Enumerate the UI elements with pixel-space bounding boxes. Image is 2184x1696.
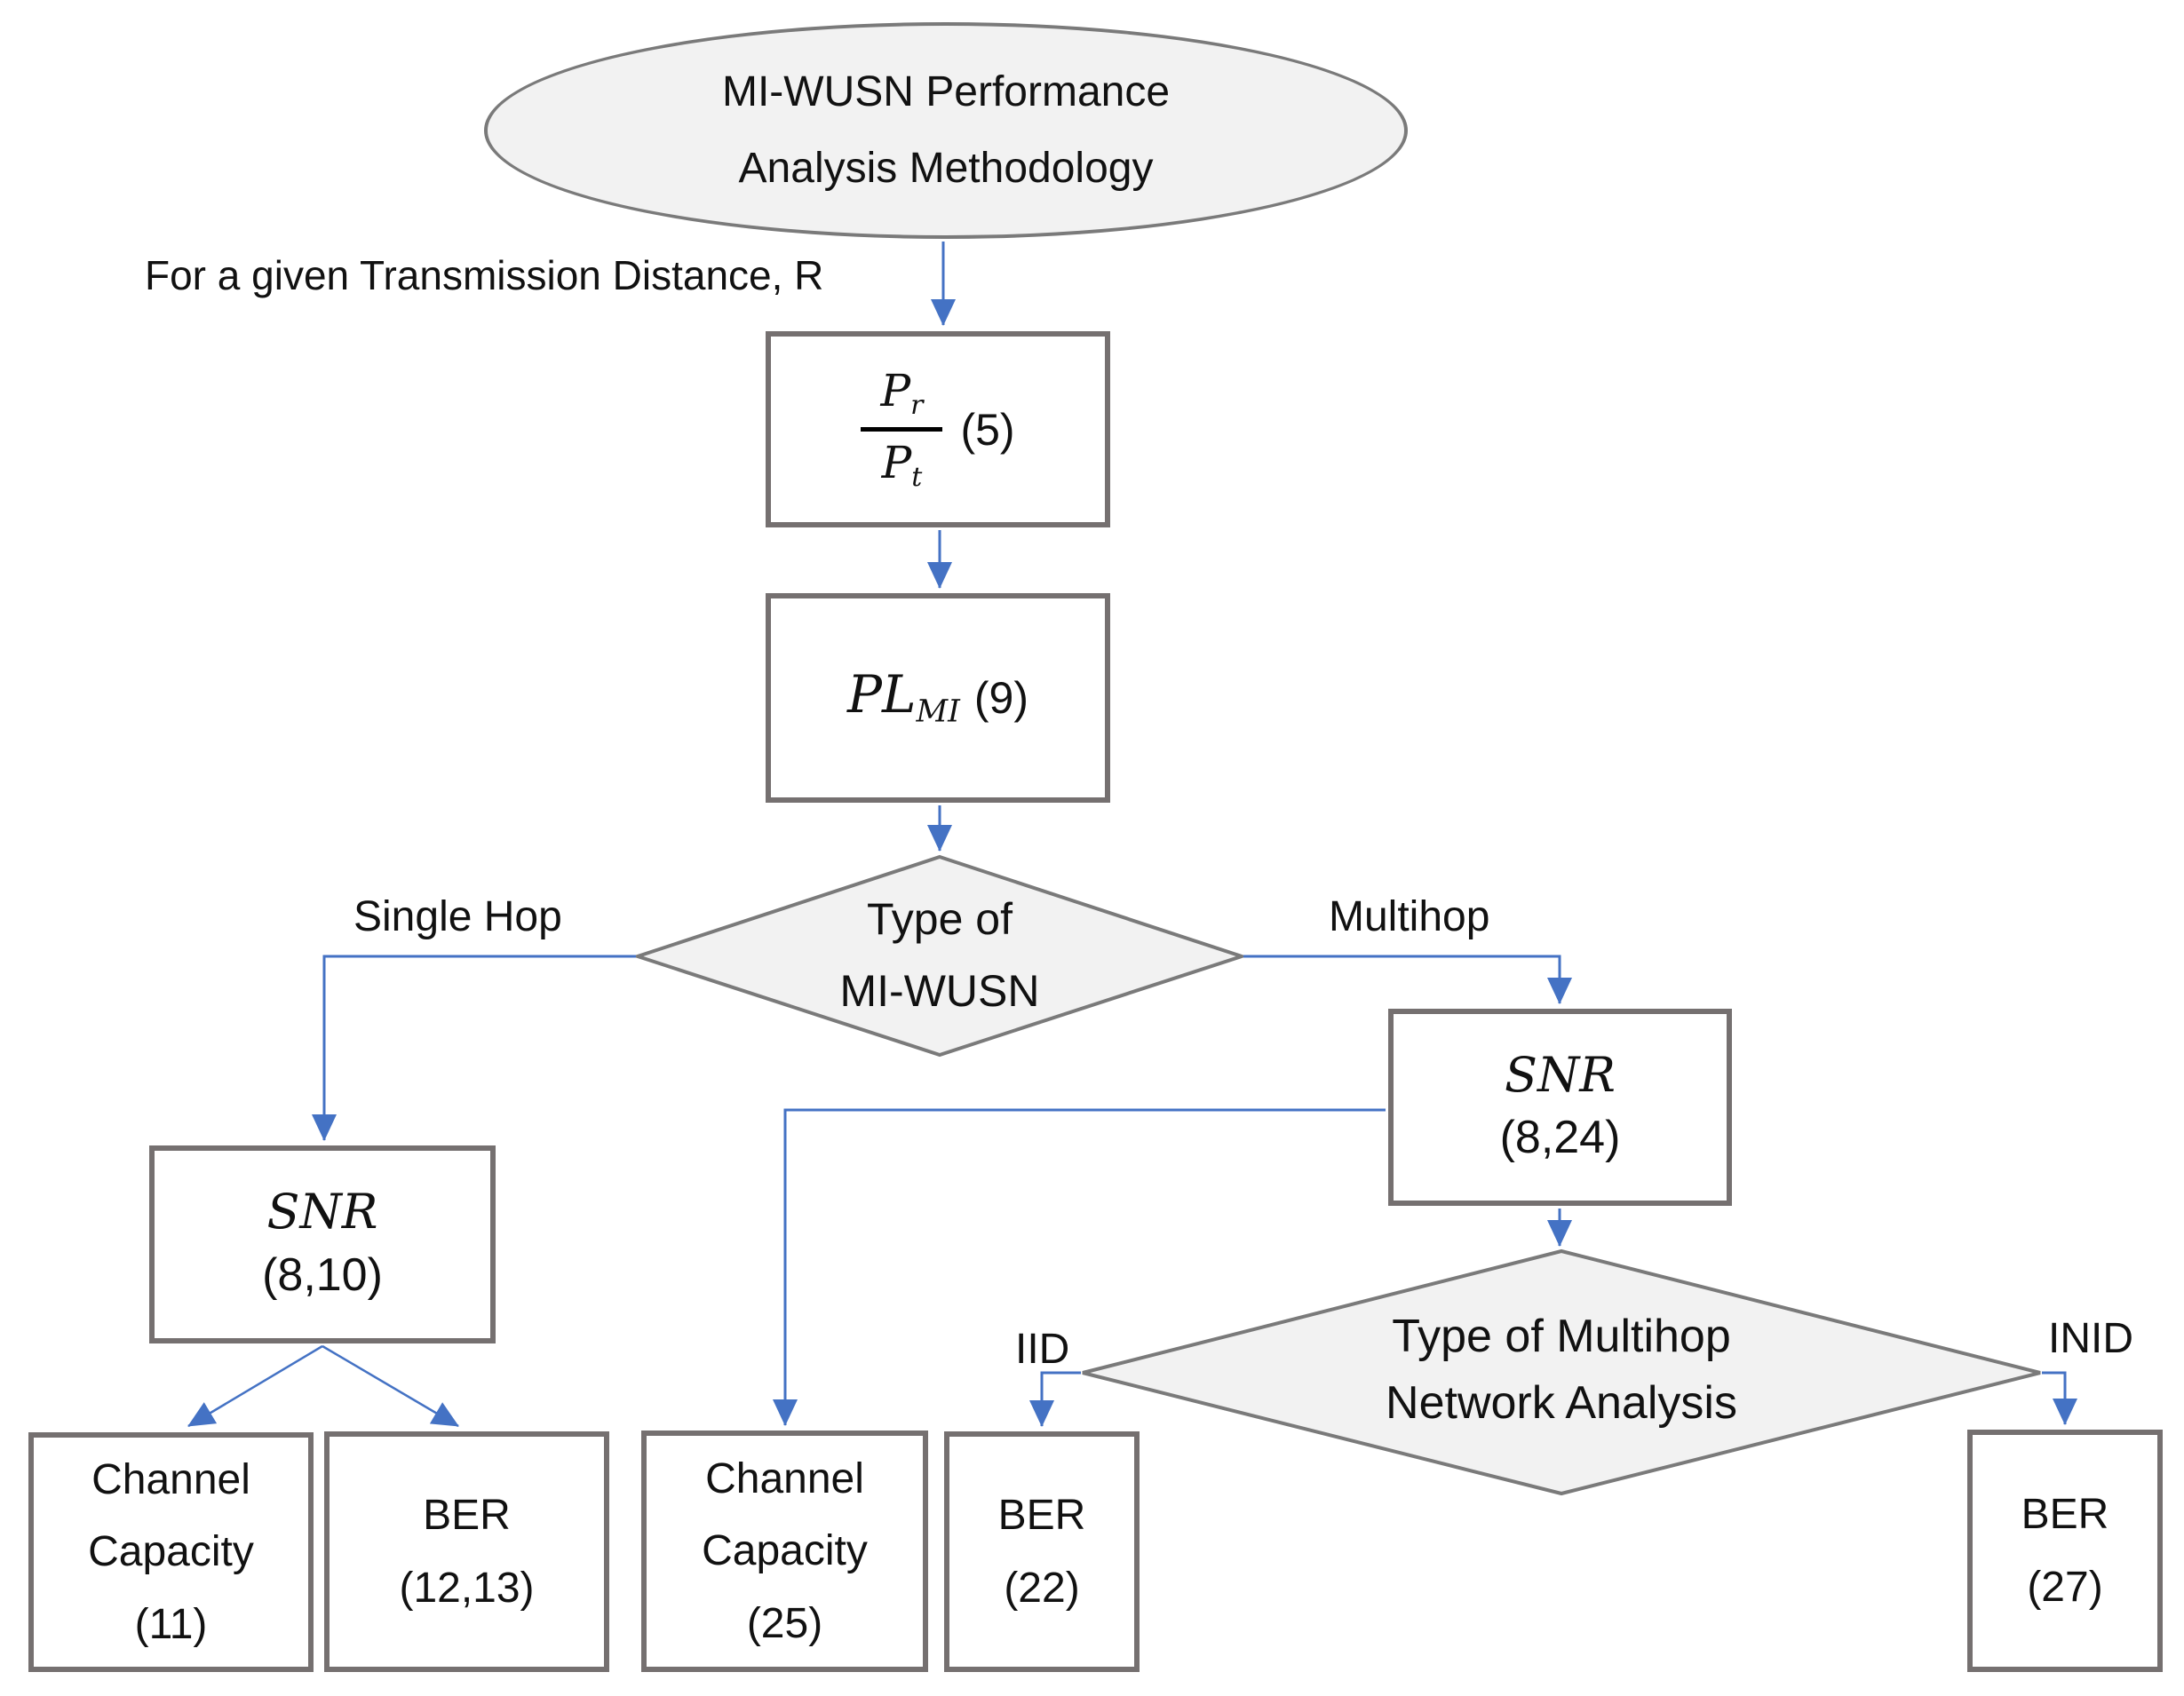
equation-ref-5: (5) (960, 404, 1015, 455)
fraction-bar (861, 427, 943, 432)
fraction: Pr Pt (861, 364, 943, 493)
type-of-multihop-diamond (1082, 1248, 2041, 1496)
ber-27-box: BER (27) (1967, 1430, 2163, 1672)
start-ellipse: MI-WUSN Performance Analysis Methodology (484, 22, 1408, 239)
channel-capacity-25-box: Channel Capacity (25) (641, 1431, 928, 1672)
numerator: Pr (880, 364, 924, 421)
ber-22-box: BER (22) (944, 1431, 1140, 1672)
equation-ref-12-13: (12,13) (399, 1564, 535, 1612)
edge-multihop (1243, 955, 1572, 1004)
type-of-multihop-label: Type of Multihop Network Analysis (1386, 1311, 1737, 1430)
multihop-label: Multihop (1329, 893, 1490, 940)
start-ellipse-line2: Analysis Methodology (738, 145, 1154, 192)
equation-ref-8-24: (8,24) (1499, 1112, 1621, 1164)
pl-symbol: PLMI (846, 664, 960, 730)
pr-pt-box: Pr Pt (5) (766, 331, 1110, 527)
edge-inid-to-ber27 (2042, 1371, 2077, 1425)
channel-capacity-11-box: Channel Capacity (11) (28, 1432, 314, 1672)
iid-label: IID (1015, 1326, 1070, 1373)
inid-label: INID (2048, 1315, 2133, 1362)
equation-ref-8-10: (8,10) (262, 1248, 383, 1301)
snr-multihop-box: SNR (8,24) (1388, 1009, 1732, 1206)
start-ellipse-line1: MI-WUSN Performance (721, 67, 1171, 115)
edge-snr10-to-cc11 (187, 1344, 323, 1428)
equation-ref-22: (22) (1004, 1564, 1080, 1612)
single-hop-label: Single Hop (353, 893, 562, 940)
snr-single-hop-box: SNR (8,10) (149, 1145, 496, 1343)
pl-mi-box: PLMI (9) (766, 593, 1110, 803)
pr-pt-formula: Pr Pt (5) (861, 364, 1015, 493)
edge-snr10-to-ber1213 (322, 1344, 459, 1428)
pl-mi-formula: PLMI (9) (847, 668, 1028, 728)
equation-ref-11: (11) (134, 1600, 208, 1648)
edge-iid-to-ber22 (1029, 1371, 1081, 1427)
denominator: Pt (881, 437, 923, 493)
edge-single-hop (312, 955, 636, 1141)
transmission-distance-annotation: For a given Transmission Distance, R (145, 252, 824, 298)
snr-symbol: SNR (266, 1184, 378, 1240)
snr-symbol: SNR (1505, 1046, 1616, 1103)
equation-ref-27: (27) (2027, 1563, 2103, 1611)
equation-ref-9: (9) (973, 673, 1029, 723)
equation-ref-25: (25) (746, 1599, 823, 1647)
ber-12-13-box: BER (12,13) (324, 1431, 609, 1672)
type-of-mi-wusn-label: Type of MI-WUSN (839, 894, 1040, 1016)
edge-snr24-to-cc25 (773, 1108, 1386, 1426)
type-of-mi-wusn-diamond (631, 854, 1248, 1058)
